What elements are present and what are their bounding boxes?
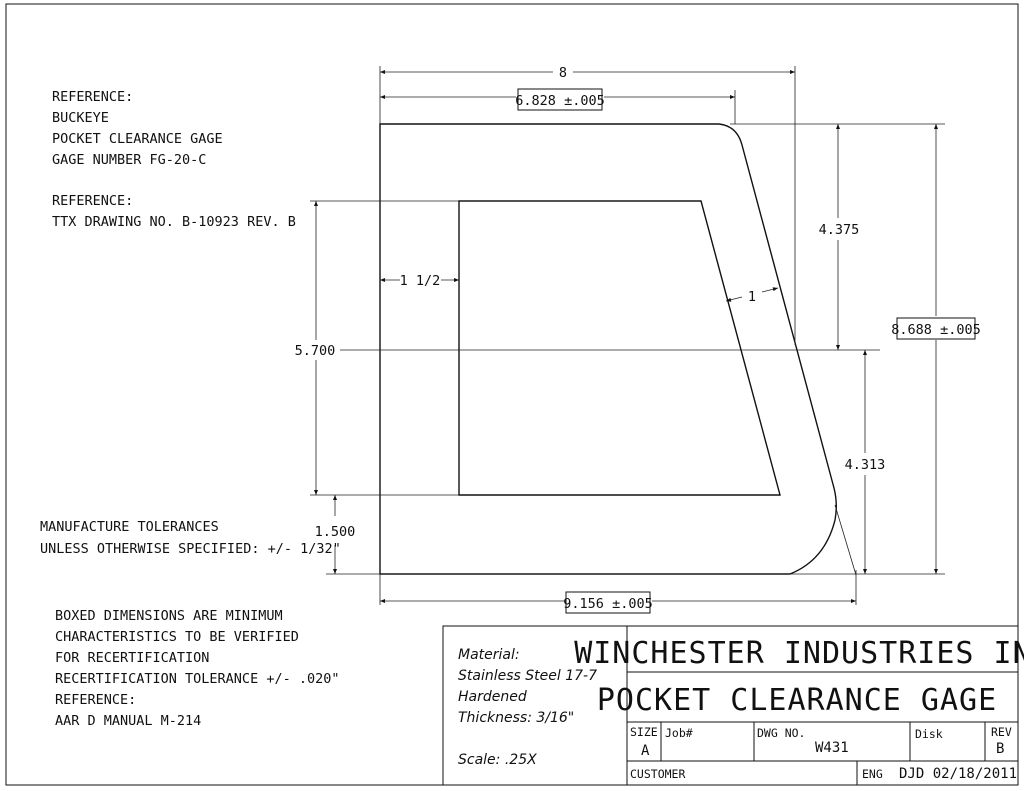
note-line: GAGE NUMBER FG-20-C [52, 152, 206, 168]
note-line: POCKET CLEARANCE GAGE [52, 131, 223, 147]
dimension-lines [314, 70, 938, 603]
size-label: SIZE [630, 725, 658, 739]
material-line: Stainless Steel 17-7 [458, 668, 597, 684]
note-line: BOXED DIMENSIONS ARE MINIMUM [55, 608, 283, 624]
rev-label: REV [991, 725, 1012, 739]
extension-lines [310, 66, 945, 605]
note-line: MANUFACTURE TOLERANCES [40, 519, 219, 535]
note-line: CHARACTERISTICS TO BE VERIFIED [55, 629, 299, 645]
material-line: Hardened [458, 689, 527, 705]
size-value: A [641, 743, 650, 759]
note-line: FOR RECERTIFICATION [55, 650, 209, 666]
disk-label: Disk [915, 727, 943, 741]
drawing-title: POCKET CLEARANCE GAGE [597, 683, 997, 718]
dim-bottom-offset: 1.500 [315, 524, 356, 540]
reference-note-2: REFERENCE: TTX DRAWING NO. B-10923 REV. … [52, 193, 296, 230]
dim-upper-height: 4.375 [819, 222, 860, 238]
customer-label: CUSTOMER [630, 767, 685, 781]
tolerance-note: MANUFACTURE TOLERANCES UNLESS OTHERWISE … [40, 519, 341, 557]
dim-side-wall: 1 [748, 289, 756, 305]
dwg-value: W431 [815, 740, 849, 756]
material-line: Material: [458, 647, 520, 663]
dim-top-width: 6.828 ±.005 [515, 93, 604, 109]
gage-inner-cutout [458, 200, 781, 496]
dim-box-bottom-width [565, 591, 651, 614]
note-line: BUCKEYE [52, 110, 109, 126]
dim-bottom-width: 9.156 ±.005 [563, 596, 652, 612]
note-line: TTX DRAWING NO. B-10923 REV. B [52, 214, 296, 230]
scale-text: Scale: .25X [458, 752, 537, 768]
job-label: Job# [665, 726, 693, 740]
note-line: AAR D MANUAL M-214 [55, 713, 201, 729]
title-block: WINCHESTER INDUSTRIES INC. POCKET CLEARA… [574, 625, 1024, 786]
dim-box-top-width [517, 88, 603, 111]
dim-overall-width: 8 [559, 65, 567, 81]
eng-label: ENG [862, 767, 883, 781]
company-name: WINCHESTER INDUSTRIES INC. [574, 636, 1024, 671]
material-block: Material: Stainless Steel 17-7 Hardened … [442, 625, 628, 786]
boxed-dimensions-note: BOXED DIMENSIONS ARE MINIMUM CHARACTERIS… [55, 608, 339, 729]
gage-outer-outline [379, 123, 837, 575]
eng-value: DJD 02/18/2011 [899, 766, 1017, 782]
dim-inner-height: 5.700 [295, 343, 336, 359]
reference-note-1: REFERENCE: BUCKEYE POCKET CLEARANCE GAGE… [52, 89, 223, 168]
dim-box-overall-height [896, 317, 976, 340]
material-line: Thickness: 3/16" [458, 710, 574, 726]
rev-value: B [996, 741, 1004, 757]
note-line: REFERENCE: [52, 193, 133, 209]
dim-lower-height: 4.313 [845, 457, 886, 473]
note-line: UNLESS OTHERWISE SPECIFIED: +/- 1/32" [40, 541, 341, 557]
dwg-label: DWG NO. [757, 726, 805, 740]
note-line: REFERENCE: [55, 692, 136, 708]
note-line: REFERENCE: [52, 89, 133, 105]
dim-overall-height: 8.688 ±.005 [891, 322, 980, 338]
note-line: RECERTIFICATION TOLERANCE +/- .020" [55, 671, 339, 687]
dim-left-wall: 1 1/2 [400, 273, 441, 289]
